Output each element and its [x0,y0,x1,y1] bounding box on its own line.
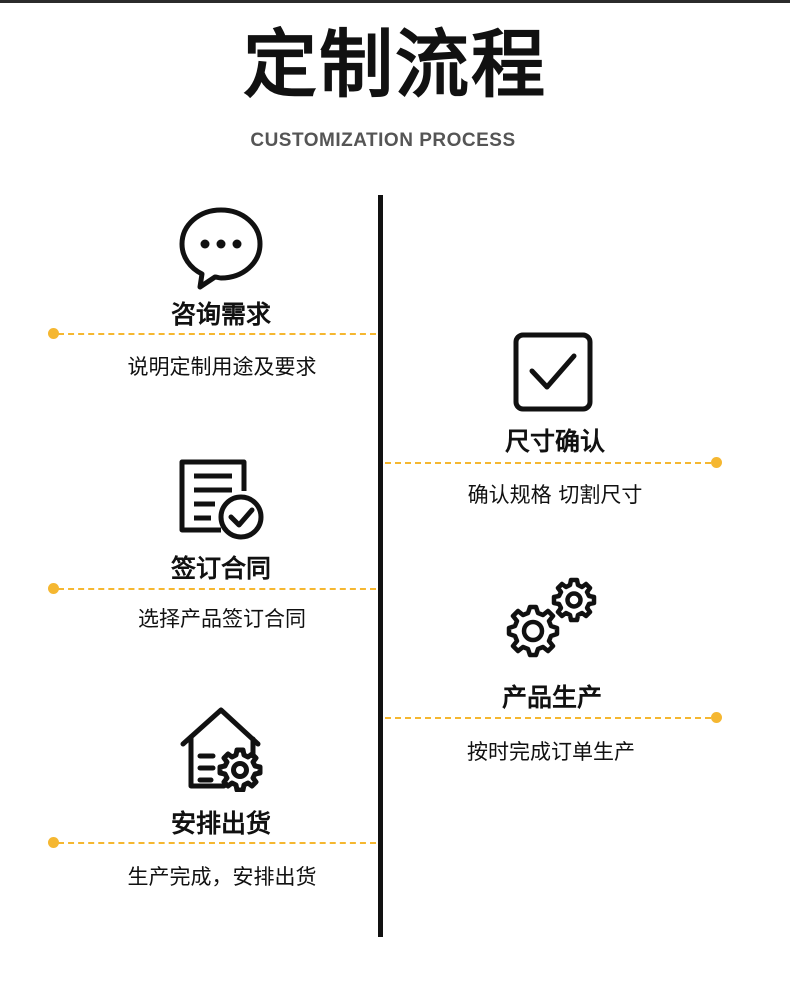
chat-bubble-icon [178,205,264,291]
timeline-dot [48,837,59,848]
checkbox-icon [512,331,594,413]
warehouse-gear-icon [180,706,266,792]
dashed-connector [58,842,376,844]
gears-icon [503,576,601,666]
contract-document-icon [177,458,267,544]
step-title-consult: 咨询需求 [170,300,271,329]
step-desc-shipping: 生产完成，安排出货 [127,865,317,889]
timeline-dot [48,328,59,339]
timeline-line [378,195,383,937]
step-title-shipping: 安排出货 [170,809,271,838]
dashed-connector [58,333,376,335]
step-title-contract: 签订合同 [170,554,271,583]
top-border [0,0,790,3]
step-desc-contract: 选择产品签订合同 [138,607,306,631]
page-title: 定制流程 [243,22,547,108]
timeline-dot [711,457,722,468]
step-desc-production: 按时完成订单生产 [467,740,635,764]
step-desc-consult: 说明定制用途及要求 [127,355,317,379]
dashed-connector [385,717,711,719]
page-subtitle: CUSTOMIZATION PROCESS [250,130,516,151]
dashed-connector [385,462,711,464]
timeline-dot [48,583,59,594]
step-title-production: 产品生产 [501,683,602,712]
step-title-size-confirm: 尺寸确认 [504,427,605,456]
dashed-connector [58,588,376,590]
step-desc-size-confirm: 确认规格 切割尺寸 [467,483,643,507]
timeline-dot [711,712,722,723]
